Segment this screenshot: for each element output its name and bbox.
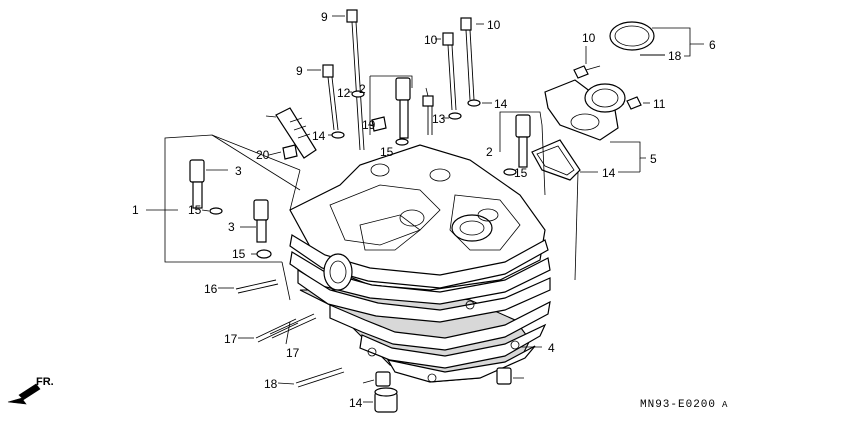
callout-17: 19 [362,118,376,132]
callout-16: 18 [668,49,682,63]
callout-8: 10 [487,18,501,32]
callout-4: 4 [548,341,555,355]
washers [331,90,481,139]
callout-15: 17 [286,346,300,360]
callout-2: 2 [359,82,366,96]
callout-10: 14 [494,97,508,111]
callout-14: 15 [514,166,528,180]
callout-10: 13 [432,112,446,126]
callout-15: 16 [204,282,218,296]
diagram-code-text: MN93-E0200 [640,399,716,411]
callout-12: 14 [349,396,363,410]
callout-9: 10 [582,31,596,45]
callout-15: 17 [224,332,238,346]
callout-15: 18 [264,377,278,391]
parts [189,21,665,413]
callout-6: 6 [709,38,716,52]
callout-3: 3 [235,164,242,178]
front-direction-indicator: FR. [7,376,54,405]
callout-13: 14 [602,166,616,180]
callout-8: 10 [424,33,438,47]
diagram-code: MN93-E0200 A [640,399,728,411]
callout-10: 12 [337,86,351,100]
callout-7: 9 [321,10,328,24]
callout-14: 15 [232,247,246,261]
arrow-down-left-icon [7,383,41,405]
callout-14: 15 [380,145,394,159]
callout-14: 15 [188,203,202,217]
leader-lines [146,15,704,403]
callout-7: 9 [296,64,303,78]
cylinder-head [289,144,551,383]
callout-2: 2 [486,145,493,159]
callout-1: 1 [132,203,139,217]
callout-3: 3 [228,220,235,234]
callout-17: 20 [256,148,270,162]
callout-5: 5 [650,152,657,166]
diagram-code-suffix: A [722,400,728,410]
front-label: FR. [36,376,54,388]
callout-9: 11 [653,97,666,111]
callout-labels: 9 9 10 10 10 11 12 13 14 14 14 14 15 15 … [132,10,716,410]
callout-11: 14 [312,129,326,143]
